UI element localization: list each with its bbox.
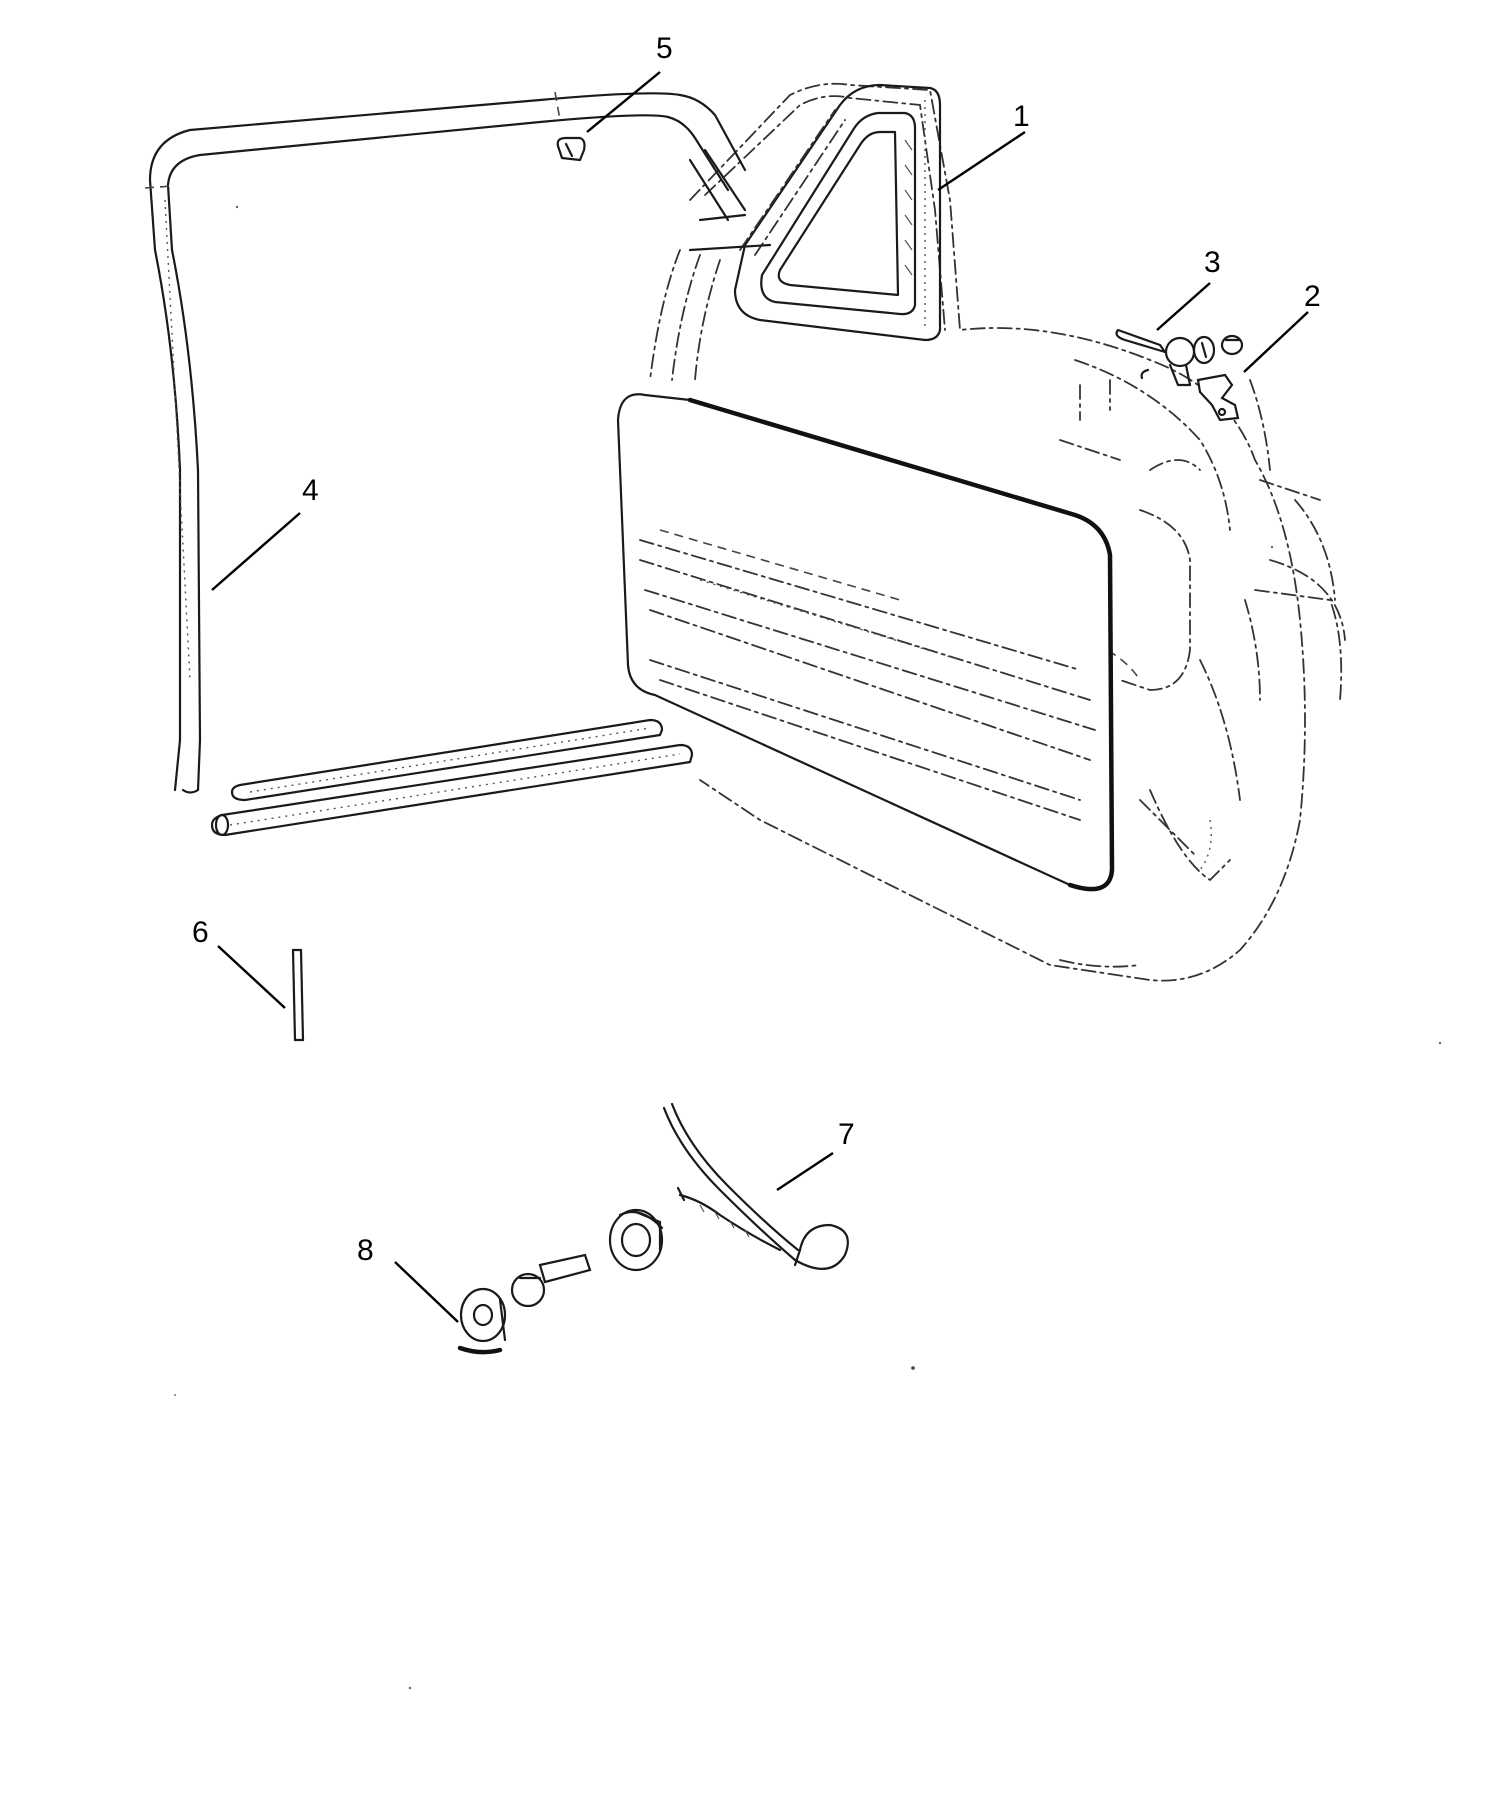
- callout-leaders: [211, 71, 1309, 1323]
- leader-7: [776, 1151, 834, 1192]
- leader-4: [211, 512, 301, 591]
- part-7-check-spring: [662, 1102, 849, 1270]
- part-1-vent-window-frame: [688, 83, 942, 342]
- leader-6: [217, 945, 286, 1009]
- part-4-door-opening-weatherstrip: [144, 91, 747, 794]
- part-5-clip: [556, 136, 586, 162]
- callout-labels: 1 2 3 4 5 6 7 8: [192, 32, 1321, 1267]
- door-glass-panel: [616, 393, 1115, 892]
- door-shell-phantom: [649, 82, 1346, 982]
- leader-3: [1156, 282, 1211, 331]
- part-6-strip: [291, 948, 305, 1042]
- callout-4: 4: [302, 474, 319, 507]
- callout-1: 1: [1013, 100, 1030, 133]
- leader-2: [1243, 311, 1309, 373]
- callout-6: 6: [192, 916, 209, 949]
- part-3-door-lock-cylinder: [1115, 328, 1216, 387]
- callout-8: 8: [357, 1234, 374, 1267]
- part-8-roller-assembly: [457, 1208, 664, 1355]
- callout-2: 2: [1304, 280, 1321, 313]
- part-2-door-latch: [1196, 334, 1244, 422]
- scan-specks: [174, 205, 1442, 1690]
- lower-sill-strips: [210, 718, 694, 837]
- leader-5: [586, 71, 661, 133]
- leader-1: [937, 131, 1026, 191]
- leader-8: [394, 1261, 459, 1323]
- callout-3: 3: [1204, 246, 1221, 279]
- callout-7: 7: [838, 1118, 855, 1151]
- callout-5: 5: [656, 32, 673, 65]
